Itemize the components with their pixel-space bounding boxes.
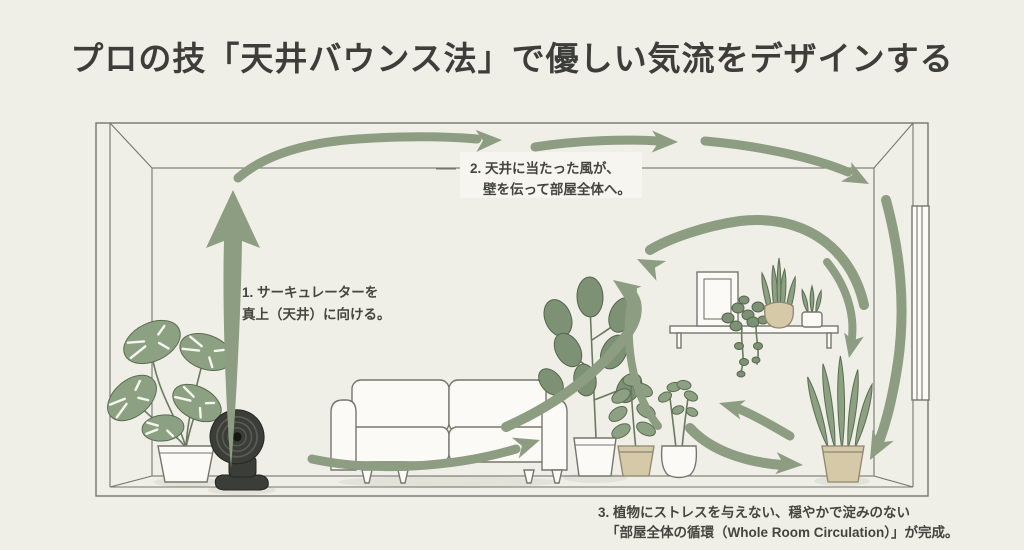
- step3-label-line1: 3. 植物にストレスを与えない、穏やかで淀みのない: [598, 504, 910, 520]
- arrow-up-from-fan: [206, 190, 260, 468]
- circulator-fan: [208, 409, 276, 495]
- step2-label-line2: 壁を伝って部屋全体へ。: [483, 181, 631, 197]
- page-title: プロの技「天井バウンス法」で優しい気流をデザインする: [70, 40, 954, 77]
- room-outline: [95, 122, 930, 497]
- step1-label-line1: 1. サーキュレーターを: [242, 285, 378, 300]
- succulent-plant: [801, 284, 823, 328]
- step2-label-line1: 2. 天井に当たった風が、: [470, 160, 620, 176]
- sofa: [330, 379, 568, 488]
- step3-label-line2: 「部屋全体の循環（Whole Room Circulation）」が完成。: [606, 524, 959, 540]
- small-potted-plant: [657, 379, 699, 479]
- pothos-plant: [721, 295, 769, 378]
- monstera-plant: [107, 319, 233, 487]
- window-panel: [911, 205, 930, 401]
- step-labels: 1. サーキュレーターを 真上（天井）に向ける。 2. 天井に当たった風が、 壁…: [242, 152, 959, 540]
- label2-mask: [460, 152, 642, 198]
- airflow-arrows: [206, 129, 907, 475]
- step1-label-line2: 真上（天井）に向ける。: [242, 306, 391, 322]
- snake-plant-on-floor: [807, 355, 873, 486]
- snake-plant-on-shelf: [761, 257, 796, 329]
